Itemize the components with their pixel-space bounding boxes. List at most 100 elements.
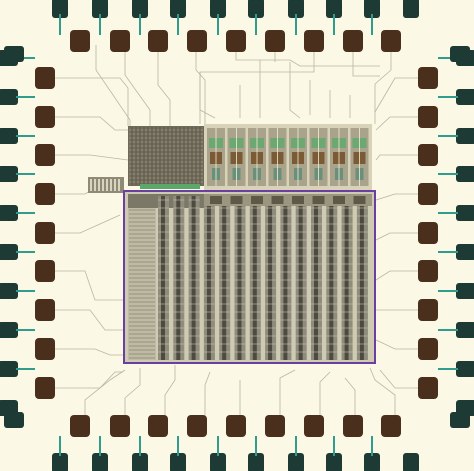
core-column bbox=[311, 196, 322, 360]
bond-pad bbox=[35, 260, 55, 282]
bond-pad bbox=[226, 30, 246, 52]
analog-finger bbox=[98, 179, 100, 191]
routing-wire bbox=[375, 339, 428, 350]
routing-wire bbox=[45, 371, 123, 389]
column-header bbox=[204, 194, 372, 206]
bond-pad bbox=[418, 338, 438, 360]
analog-finger bbox=[102, 179, 104, 191]
outer-pad bbox=[326, 453, 342, 471]
routing-wire bbox=[379, 369, 428, 389]
outer-pad bbox=[456, 128, 474, 144]
column-spine bbox=[344, 196, 349, 360]
analog-finger bbox=[114, 179, 116, 191]
routing-wire bbox=[84, 369, 126, 425]
bond-pad bbox=[265, 415, 285, 437]
outer-pad bbox=[248, 0, 264, 18]
bond-pad bbox=[35, 183, 55, 205]
bond-pad bbox=[35, 144, 55, 166]
header-driver bbox=[312, 196, 325, 204]
column-spine bbox=[222, 196, 227, 360]
routing-wire bbox=[375, 154, 428, 161]
routing-wire bbox=[45, 348, 123, 356]
routing-wire bbox=[45, 116, 128, 131]
routing-wire bbox=[344, 377, 356, 425]
outer-pad bbox=[0, 283, 18, 299]
outer-pad bbox=[456, 244, 474, 260]
outer-pad bbox=[456, 89, 474, 105]
routing-wire bbox=[352, 45, 380, 77]
routing-wire bbox=[369, 367, 396, 425]
routing-wire bbox=[199, 72, 216, 119]
bond-pad bbox=[35, 299, 55, 321]
outer-pad bbox=[0, 166, 18, 182]
bond-pad bbox=[418, 377, 438, 399]
core-column bbox=[295, 196, 307, 360]
analog-finger bbox=[118, 179, 120, 191]
logic-cell bbox=[227, 128, 246, 186]
analog-finger bbox=[94, 179, 96, 191]
core-column bbox=[203, 196, 215, 360]
bond-pad bbox=[110, 30, 130, 52]
bond-pad bbox=[148, 415, 168, 437]
bond-pad bbox=[35, 67, 55, 89]
bond-pad bbox=[304, 30, 324, 52]
column-spine bbox=[283, 196, 288, 360]
logic-cell bbox=[207, 128, 225, 186]
column-spine bbox=[191, 196, 196, 360]
routing-wire bbox=[124, 45, 151, 128]
bond-pad bbox=[35, 338, 55, 360]
routing-wire bbox=[235, 45, 380, 67]
core-region bbox=[88, 124, 376, 364]
routing-wire bbox=[45, 154, 129, 161]
column-spine bbox=[237, 196, 242, 360]
bond-pad bbox=[418, 106, 438, 128]
outer-pad bbox=[364, 0, 380, 18]
logic-cell bbox=[350, 128, 369, 186]
routing-wire bbox=[45, 270, 123, 301]
bond-pad bbox=[418, 67, 438, 89]
outer-pad bbox=[288, 453, 304, 471]
routing-layer bbox=[45, 45, 428, 425]
outer-pad bbox=[288, 0, 304, 18]
bond-pad bbox=[343, 30, 363, 52]
header-driver bbox=[333, 196, 345, 204]
analog-finger bbox=[110, 179, 112, 191]
routing-wire bbox=[45, 77, 129, 126]
header-driver bbox=[353, 196, 366, 204]
outer-pad bbox=[92, 453, 108, 471]
core-column bbox=[341, 196, 353, 360]
highlight-box bbox=[123, 190, 376, 364]
outer-pad bbox=[52, 0, 68, 18]
column-spine bbox=[329, 196, 334, 360]
core-column bbox=[265, 196, 277, 360]
outer-pad bbox=[450, 412, 470, 428]
bond-pad bbox=[381, 415, 401, 437]
routing-wire bbox=[375, 270, 428, 281]
routing-wire bbox=[374, 77, 428, 113]
outer-pad bbox=[4, 412, 24, 428]
outer-pad bbox=[364, 453, 380, 471]
outer-pad bbox=[52, 453, 68, 471]
bond-pad bbox=[226, 415, 246, 437]
core-column bbox=[188, 196, 200, 360]
header-driver bbox=[251, 196, 263, 204]
outer-pad bbox=[248, 453, 264, 471]
bond-pad bbox=[110, 415, 130, 437]
column-spine bbox=[314, 196, 318, 360]
outer-pad bbox=[92, 0, 108, 18]
core-column bbox=[356, 196, 368, 360]
outer-pad bbox=[403, 0, 419, 18]
outer-pad bbox=[0, 89, 18, 105]
bond-pad bbox=[265, 30, 285, 52]
bond-pad bbox=[418, 260, 438, 282]
outer-pad bbox=[210, 0, 226, 18]
bond-pad bbox=[148, 30, 168, 52]
logic-cell bbox=[268, 128, 287, 186]
column-spine bbox=[176, 196, 181, 360]
routing-wire bbox=[279, 369, 296, 425]
column-spine bbox=[268, 196, 273, 360]
outer-pad bbox=[0, 128, 18, 144]
core-column bbox=[173, 196, 185, 360]
